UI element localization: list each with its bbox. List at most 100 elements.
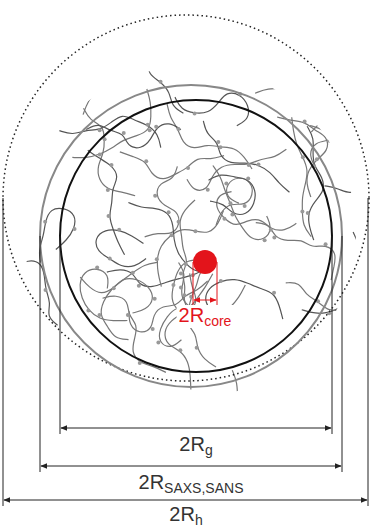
crosslink-dot [344,143,348,147]
crosslink-dot [272,235,276,239]
crosslink-dot [159,80,163,84]
crosslink-dot [193,229,197,233]
dimension-label: 2Rcore [177,305,234,328]
crosslink-dot [151,327,155,331]
crosslink-dot [106,188,110,192]
crosslink-dot [121,44,125,48]
polymer-chain [88,150,125,254]
crosslink-dot [306,211,310,215]
polymer-chain [187,149,286,190]
crosslink-dot [170,233,174,237]
crosslink-dot [179,285,183,289]
crosslink-dot [353,270,357,274]
crosslink-dot [156,340,160,344]
crosslink-dot [327,139,331,143]
crosslink-dot [44,288,48,292]
polymer-chain [324,186,371,202]
crosslink-dot [247,163,251,167]
dimension-label: 2Rg [177,434,214,457]
polymer-chain [203,121,289,193]
crosslink-dot [315,157,319,161]
polymer-chain [213,165,270,239]
crosslink-dot [112,286,116,290]
crosslink-dot [176,127,180,131]
polymer-chain [120,152,224,179]
polymer-chain [167,104,252,169]
crosslink-dot [218,145,222,149]
crosslink-dot [177,220,181,224]
polymer-chain [80,269,127,321]
crosslink-dot [137,284,141,288]
crosslink-dot [224,181,228,185]
crosslink-dot [148,128,152,132]
crosslink-dot [263,238,267,242]
crosslink-dot [92,75,96,79]
polymer-chain [96,230,146,267]
polymer-chain [310,114,356,142]
crosslink-dot [108,256,112,260]
crosslink-dot [86,309,90,313]
polymer-chain [59,116,160,147]
crosslink-dot [167,210,171,214]
crosslink-dot [269,228,273,232]
crosslink-dot [195,346,199,350]
crosslink-dot [154,125,158,129]
crosslink-dot [178,348,182,352]
polymer-network [0,30,371,448]
crosslink-dot [98,152,102,156]
core-dimension [193,262,217,306]
hydrodynamic-circle [3,15,369,381]
crosslink-dot [131,271,135,275]
polymer-chain [175,93,249,126]
crosslink-dot [122,131,126,135]
crosslink-dot [97,313,101,317]
crosslink-dot [95,265,99,269]
polymer-chain [256,223,335,281]
crosslink-dot [324,242,328,246]
crosslink-dot [301,155,305,159]
polymer-chain [216,178,252,225]
polymer-chain [0,258,58,325]
crosslink-dot [107,214,111,218]
crosslink-dot [73,227,77,231]
crosslink-dot [241,445,245,449]
crosslink-dot [332,116,336,120]
crosslink-dot [300,209,304,213]
crosslink-dot [272,291,276,295]
crosslink-dot [43,220,47,224]
polymer-chain [86,124,181,148]
gyration-circle [60,100,332,372]
dimension-label: 2Rh [167,504,204,527]
polymer-chain [292,117,311,236]
crosslink-dot [246,176,250,180]
crosslink-dot [155,257,159,261]
crosslink-dot [219,279,223,283]
crosslink-dot [182,293,186,297]
polymer-chain [255,82,368,102]
polymer-chain [40,208,75,262]
crosslink-dot [228,201,232,205]
polymer-chain [145,166,179,237]
crosslink-dot [171,283,175,287]
crosslink-dot [193,111,197,115]
crosslink-dot [243,204,247,208]
crosslink-dot [345,81,349,85]
crosslink-dot [153,297,157,301]
crosslink-dot [110,163,114,167]
polymer-chain [80,277,152,313]
crosslink-dot [146,123,150,127]
crosslink-dot [110,37,114,41]
crosslink-dot [126,313,130,317]
polymer-chain [302,232,359,313]
crosslink-dot [238,409,242,413]
crosslink-dot [216,140,220,144]
crosslink-dot [117,228,121,232]
dimension-lines [3,198,368,506]
crosslink-dot [186,166,190,170]
polymer-chain [99,49,183,114]
crosslink-dot [222,217,226,221]
polymer-chain [217,192,297,230]
crosslink-dot [230,212,234,216]
crosslink-dot [179,271,183,275]
crosslink-dot [184,262,188,266]
